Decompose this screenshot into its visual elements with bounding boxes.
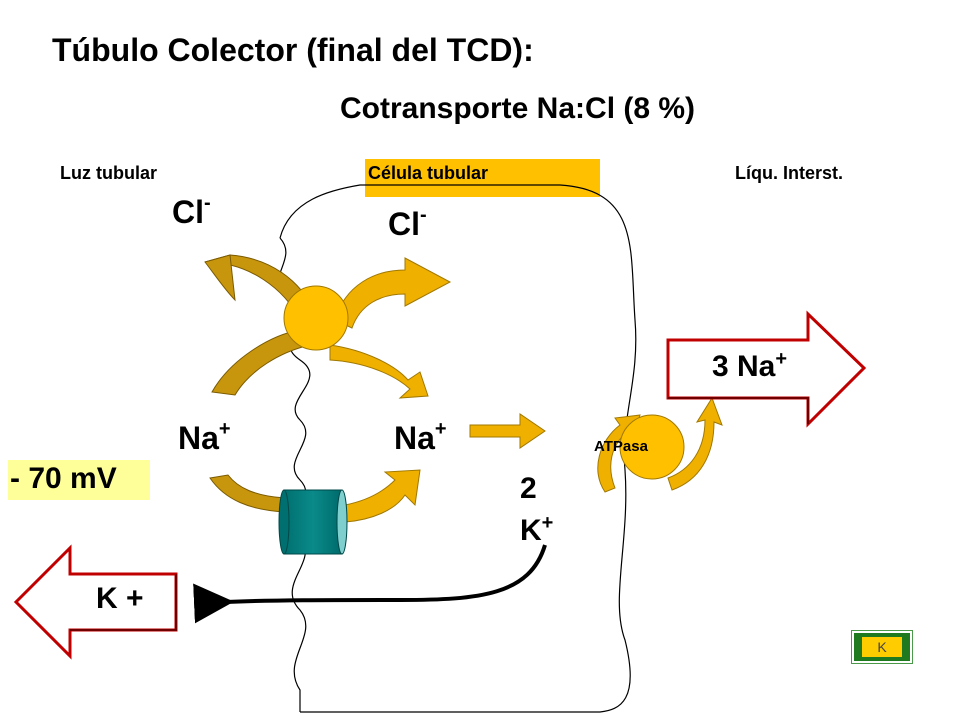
nav-button[interactable]: K [852, 631, 912, 663]
channel-arrows [209, 469, 421, 523]
na-k-atpase [597, 396, 723, 493]
k-secretion-path [193, 544, 547, 624]
ion-na-lumen: Na+ [178, 418, 231, 456]
ion-na-cell: Na+ [394, 418, 447, 456]
ion-k-lumen: K + [96, 582, 144, 615]
nav-button-label: K [862, 637, 902, 657]
pump-label: ATPasa [594, 438, 648, 455]
region-label-interstitial: Líqu. Interst. [735, 163, 843, 183]
cotransporter-arrows [204, 254, 452, 399]
membrane-potential-box [8, 460, 150, 500]
ion-cl-cell: Cl- [388, 204, 427, 242]
page-title: Túbulo Colector (final del TCD): [52, 32, 534, 68]
region-label-lumen: Luz tubular [60, 163, 157, 183]
ion-k-cell: K+ [520, 512, 554, 547]
cotransporter-carrier [283, 285, 349, 351]
ion-na-pump: 3 Na+ [712, 348, 788, 383]
cell-membrane-outline [279, 184, 637, 713]
page-subtitle: Cotransporte Na:Cl (8 %) [340, 92, 696, 125]
ion-k-count: 2 [520, 472, 537, 505]
region-label-cell: Célula tubular [368, 163, 489, 183]
cell-label-highlight [365, 159, 600, 197]
na-intracellular-arrow [469, 413, 546, 449]
ion-cl-lumen: Cl- [172, 192, 211, 230]
sodium-channel [278, 489, 348, 555]
membrane-potential-label: - 70 mV [10, 462, 117, 495]
